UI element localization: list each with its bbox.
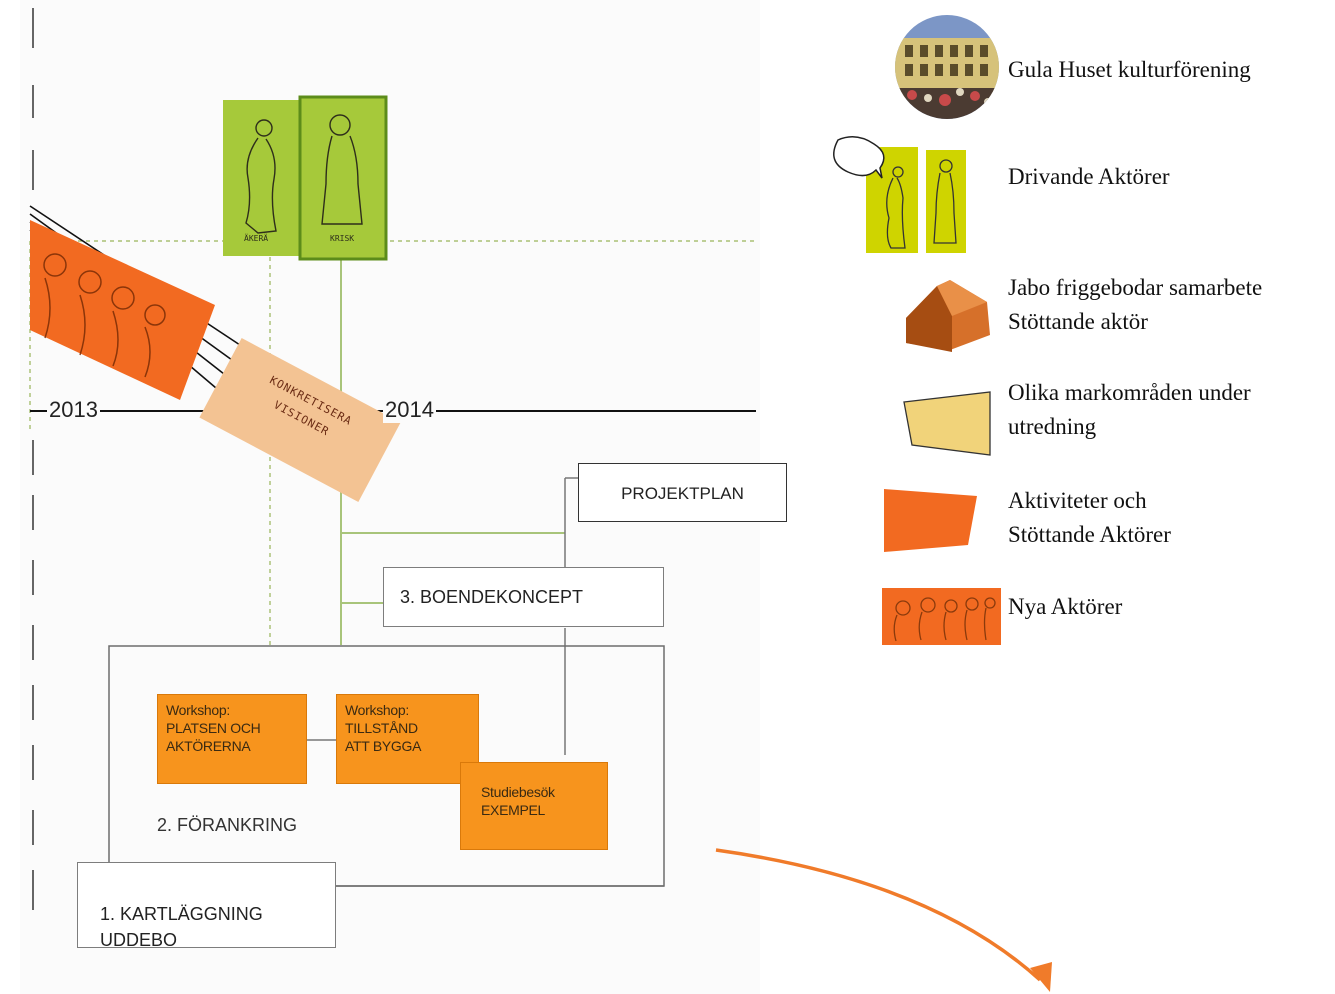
aktiviteter-icon (884, 489, 977, 552)
gula-huset-photo (895, 15, 999, 119)
legend-nya: Nya Aktörer (1008, 594, 1123, 619)
new-actors-band (29, 205, 241, 400)
sticky-tag-right: KRISK (330, 234, 355, 243)
green-actor-notes (223, 95, 388, 261)
orange-arrow (715, 848, 1042, 982)
forankring-container (108, 645, 665, 887)
kartlaggning-label: 1. KARTLÄGGNING UDDEBO (100, 904, 263, 950)
jabo-house-icon (906, 280, 990, 352)
markomraden-icon (903, 391, 991, 456)
konkretisera-note (199, 338, 401, 502)
workshop-platsen: Workshop: PLATSEN OCH AKTÖRERNA (157, 694, 307, 784)
year-2013: 2013 (47, 397, 100, 423)
legend-gula-huset: Gula Huset kulturförening (1008, 57, 1251, 82)
boendekoncept-label: 3. BOENDEKONCEPT (400, 587, 584, 607)
sticky-tag-left: ÄKERÄ (244, 234, 269, 243)
projektplan-box: PROJEKTPLAN (578, 463, 787, 522)
legend-markomraden: Olika markområden under utredning (1008, 380, 1251, 439)
kartlaggning-box: 1. KARTLÄGGNING UDDEBO (77, 862, 336, 950)
boendekoncept-box: 3. BOENDEKONCEPT (383, 567, 664, 627)
projektplan-label: PROJEKTPLAN (621, 484, 744, 503)
forankring-label: 2. FÖRANKRING (157, 815, 298, 835)
nya-aktorer-icon (882, 588, 1001, 645)
year-2014: 2014 (383, 397, 436, 423)
workshop-tillstand: Workshop: TILLSTÅND ATT BYGGA (336, 694, 479, 784)
legend-jabo: Jabo friggebodar samarbete Stöttande akt… (1008, 275, 1263, 334)
drivande-icon (833, 136, 966, 253)
legend-aktiviteter: Aktiviteter och Stöttande Aktörer (1008, 488, 1171, 547)
legend-drivande: Drivande Aktörer (1008, 164, 1170, 189)
orange-arrow-head (1030, 962, 1052, 992)
studiebesok-box: Studiebesök EXEMPEL (460, 762, 608, 850)
